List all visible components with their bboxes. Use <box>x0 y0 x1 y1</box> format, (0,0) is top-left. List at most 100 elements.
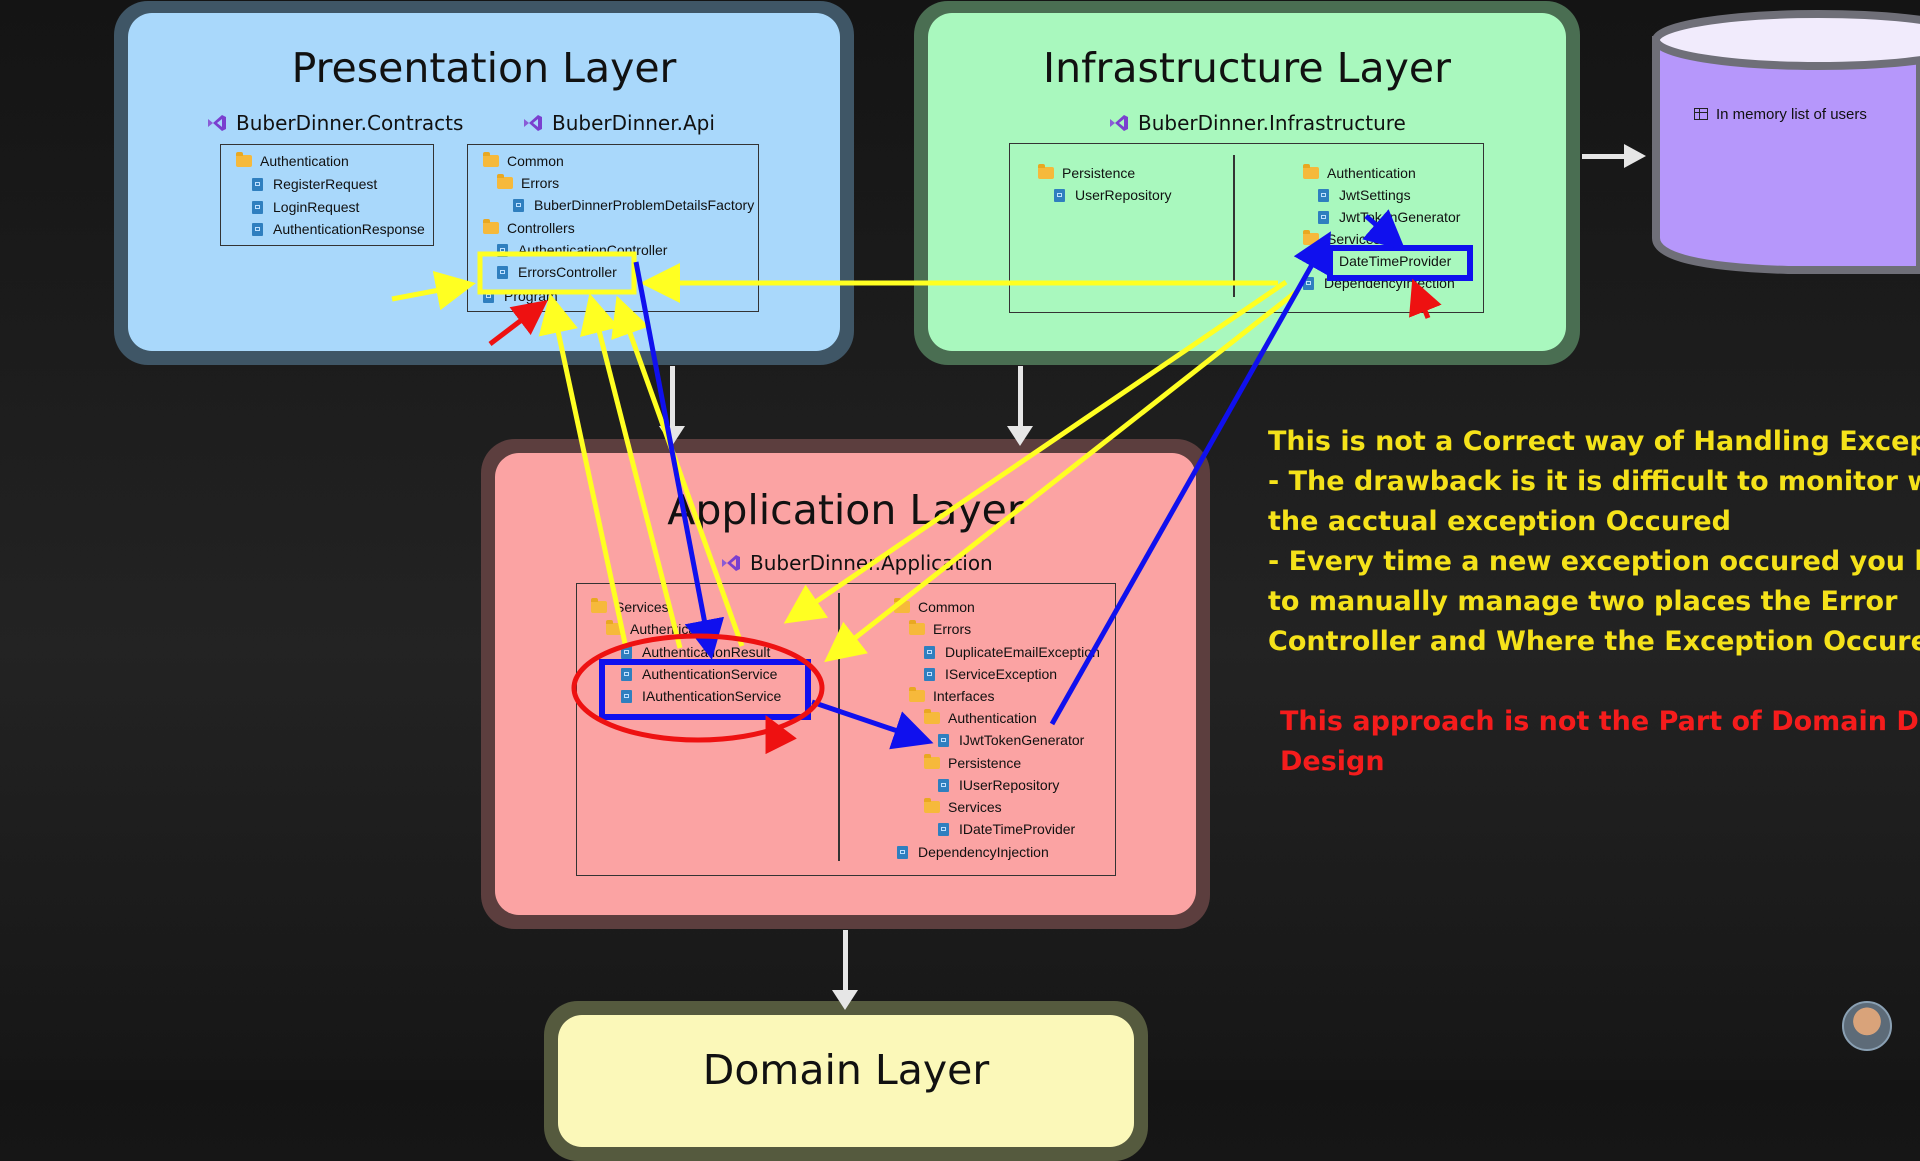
avatar <box>1842 1001 1892 1051</box>
tree-file: IDateTimeProvider <box>938 820 1075 838</box>
infrastructure-tree <box>1009 143 1484 313</box>
tree-folder: Errors <box>497 174 559 192</box>
infrastructure-layer-title: Infrastructure Layer <box>1043 44 1451 92</box>
database-label: In memory list of users <box>1694 106 1867 124</box>
infrastructure-project: BuberDinner.Infrastructure <box>1108 111 1406 135</box>
csharp-file-icon <box>497 266 508 279</box>
dependency-arrow <box>1007 366 1033 446</box>
yellow-arrow <box>580 293 683 649</box>
blue-arrow <box>1362 209 1406 251</box>
red-arrow <box>488 299 548 346</box>
folder-icon <box>924 798 940 813</box>
csharp-file-icon <box>1303 277 1314 290</box>
tree-file: LoginRequest <box>252 198 359 216</box>
tree-folder: Persistence <box>924 754 1021 772</box>
highlight-box <box>599 659 811 720</box>
folder-icon <box>1038 164 1054 179</box>
api-project-name: BuberDinner.Api <box>552 111 715 135</box>
blue-arrow <box>811 699 934 750</box>
tree-file: DependencyInjection <box>897 843 1049 861</box>
highlight-box <box>1327 245 1473 281</box>
infrastructure-layer <box>914 1 1580 365</box>
highlight-box <box>477 251 637 295</box>
tree-file: UserRepository <box>1054 186 1171 204</box>
application-layer-title: Application Layer <box>667 486 1024 534</box>
contracts-project: BuberDinner.Contracts <box>206 111 463 135</box>
tree-file: RegisterRequest <box>252 175 377 193</box>
note-yellow: This is not a Correct way of Handling Ex… <box>1268 426 1920 657</box>
yellow-arrow <box>538 293 629 649</box>
yellow-arrow <box>391 270 476 311</box>
dependency-arrow <box>832 930 858 1010</box>
tree-file: AuthenticationResponse <box>252 220 425 238</box>
application-layer <box>481 439 1210 929</box>
csharp-file-icon <box>621 646 632 659</box>
csharp-file-icon <box>1318 211 1329 224</box>
csharp-file-icon <box>938 823 949 836</box>
tree-folder: Persistence <box>1038 164 1135 182</box>
folder-icon <box>924 754 940 769</box>
contracts-tree <box>220 144 434 246</box>
presentation-layer <box>114 1 854 365</box>
tree-file: IAuthenticationService <box>621 687 781 705</box>
highlight-ellipse <box>571 633 825 743</box>
csharp-file-icon <box>938 734 949 747</box>
tree-folder: Controllers <box>483 219 575 237</box>
tree-file: DuplicateEmailException <box>924 643 1100 661</box>
csharp-file-icon <box>621 668 632 681</box>
tree-folder: Services <box>591 598 669 616</box>
tree-file: ErrorsController <box>497 263 617 281</box>
tree-folder: Authentication <box>236 152 349 170</box>
csharp-file-icon <box>897 846 908 859</box>
dependency-arrow-head <box>1624 144 1646 168</box>
tree-file: BuberDinnerProblemDetailsFactory <box>513 196 754 214</box>
csharp-file-icon <box>252 201 263 214</box>
visual-studio-icon <box>206 113 228 131</box>
folder-icon <box>909 687 925 702</box>
csharp-file-icon <box>924 646 935 659</box>
infrastructure-project-name: BuberDinner.Infrastructure <box>1138 111 1406 135</box>
visual-studio-icon <box>522 113 544 131</box>
annotations <box>391 209 1473 755</box>
csharp-file-icon <box>513 199 524 212</box>
visual-studio-icon <box>720 553 742 571</box>
yellow-arrow <box>611 295 745 647</box>
tree-file: JwtSettings <box>1318 186 1411 204</box>
tree-folder: Errors <box>909 620 971 638</box>
folder-icon <box>909 620 925 635</box>
database-cylinder <box>1652 10 1920 274</box>
api-project: BuberDinner.Api <box>522 111 715 135</box>
presentation-layer-title: Presentation Layer <box>291 44 677 92</box>
tree-divider <box>1233 155 1235 297</box>
blue-arrow <box>1049 231 1331 726</box>
csharp-file-icon <box>621 690 632 703</box>
folder-icon <box>1303 164 1319 179</box>
tree-folder: Authentication <box>1303 164 1416 182</box>
red-arrow <box>1409 278 1442 319</box>
visual-studio-icon <box>1108 113 1130 131</box>
red-arrow <box>765 715 797 755</box>
csharp-file-icon <box>938 779 949 792</box>
folder-icon <box>497 174 513 189</box>
yellow-arrow <box>824 290 1298 663</box>
csharp-file-icon <box>252 223 263 236</box>
csharp-file-icon <box>1318 189 1329 202</box>
tree-folder: Interfaces <box>909 687 994 705</box>
contracts-project-name: BuberDinner.Contracts <box>236 111 464 135</box>
tree-file: IServiceException <box>924 665 1057 683</box>
folder-icon <box>483 152 499 167</box>
note-red: This approach is not the Part of Domain … <box>1280 706 1920 777</box>
csharp-file-icon <box>1054 189 1065 202</box>
blue-arrow <box>633 261 725 660</box>
yellow-arrow <box>783 279 1288 624</box>
tree-divider <box>838 593 840 861</box>
dependency-arrow <box>1582 154 1626 159</box>
folder-icon <box>591 598 607 613</box>
csharp-file-icon <box>924 668 935 681</box>
tree-folder: Common <box>483 152 564 170</box>
tree-file: IUserRepository <box>938 776 1059 794</box>
folder-icon <box>483 219 499 234</box>
tree-file: IJwtTokenGenerator <box>938 731 1084 749</box>
csharp-file-icon <box>252 178 263 191</box>
table-icon <box>1694 108 1708 120</box>
